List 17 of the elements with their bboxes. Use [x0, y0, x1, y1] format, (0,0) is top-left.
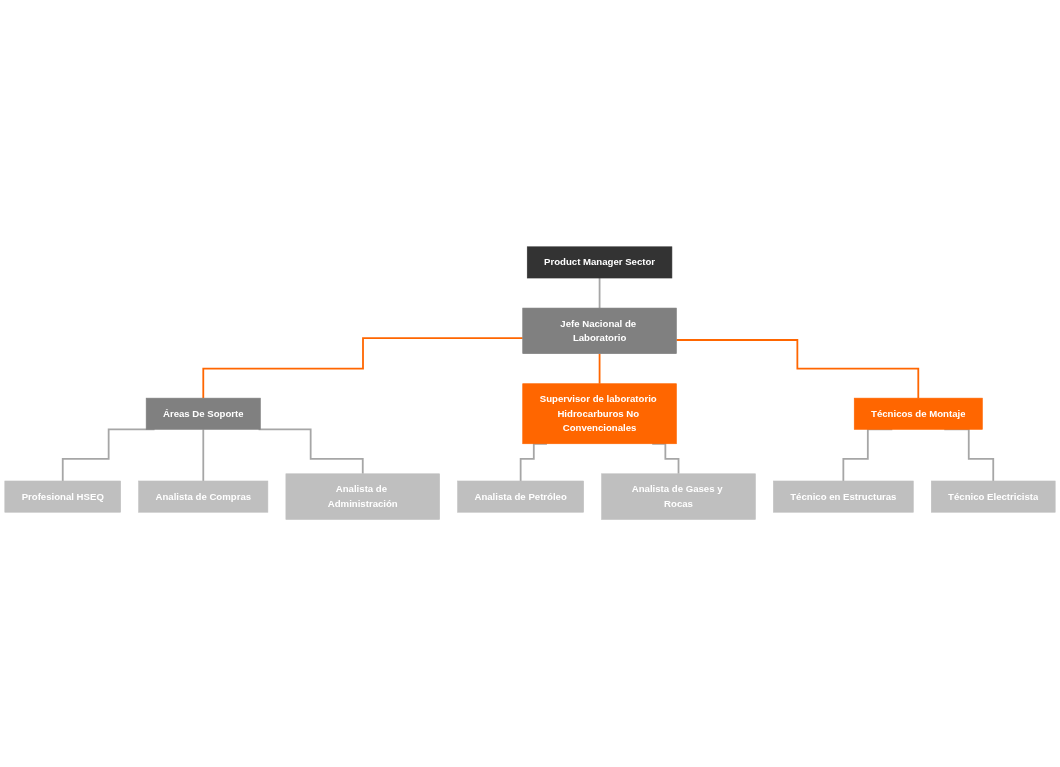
node-box: Jefe Nacional de Laboratorio: [522, 308, 677, 355]
connector: [598, 353, 601, 385]
node-box: Técnico Electricista: [931, 481, 1056, 513]
node-box: Analista de Gases y Rocas: [601, 473, 756, 521]
connector: [202, 337, 524, 400]
node-box: Áreas De Soporte: [145, 398, 261, 431]
node-box: Técnico en Estructuras: [773, 481, 914, 513]
node-box: Técnicos de Montaje: [853, 398, 983, 431]
node-box: Profesional HSEQ: [4, 481, 121, 513]
connector: [675, 339, 920, 400]
node-box: Product Manager Sector: [526, 246, 673, 279]
node-box: Supervisor de laboratorio Hidrocarburos No Convencionales: [522, 383, 677, 445]
node-box: Analista de Administración: [285, 473, 440, 521]
node-box: Analista de Compras: [138, 481, 269, 513]
connector: [202, 428, 205, 483]
node-box: Analista de Petróleo: [457, 481, 584, 513]
connector: [598, 277, 601, 310]
